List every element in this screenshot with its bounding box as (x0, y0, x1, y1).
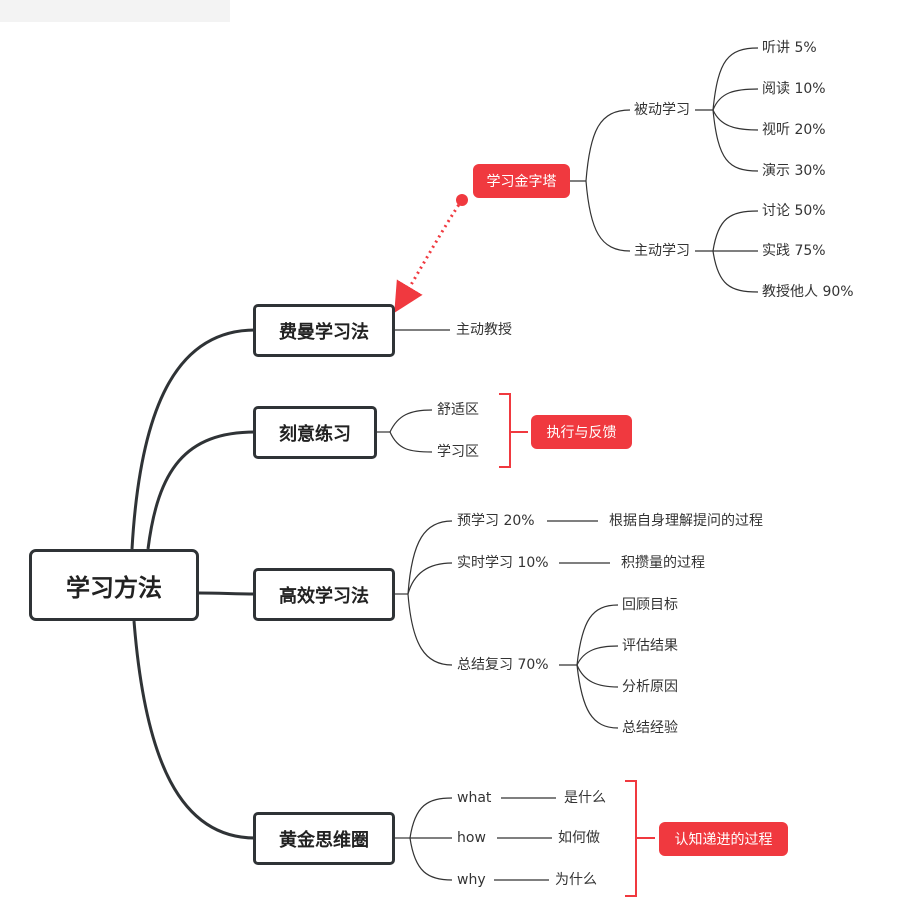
deliberate-bracket (499, 393, 511, 468)
link-efficient-realtime (407, 562, 453, 595)
feynman-active-teaching[interactable]: 主动教授 (456, 322, 512, 338)
deliberate-comfort-zone[interactable]: 舒适区 (437, 402, 479, 418)
efficient-realtime-learning[interactable]: 实时学习 10% (457, 555, 549, 571)
deliberate-learning-zone[interactable]: 学习区 (437, 444, 479, 460)
golden-bracket (625, 780, 637, 897)
pre-learning-detail[interactable]: 根据自身理解提问的过程 (609, 513, 763, 529)
topic-feynman[interactable]: 费曼学习法 (253, 304, 395, 357)
topic-efficient-learning[interactable]: 高效学习法 (253, 568, 395, 621)
link-root-efficient (198, 591, 256, 596)
link-pyramid-active (585, 180, 631, 252)
review-item[interactable]: 分析原因 (622, 679, 678, 695)
link-review-1 (576, 604, 619, 666)
active-item[interactable]: 讨论 50% (762, 203, 826, 219)
top-toolbar-strip (0, 0, 230, 22)
link-review-2 (576, 645, 619, 666)
topic-learning-pyramid[interactable]: 学习金字塔 (473, 164, 570, 198)
topic-golden-circle[interactable]: 黄金思维圈 (253, 812, 395, 865)
link-pyramid-passive (585, 109, 631, 182)
link-passive-1 (712, 47, 759, 111)
topic-deliberate-practice[interactable]: 刻意练习 (253, 406, 377, 459)
efficient-pre-learning[interactable]: 预学习 20% (457, 513, 535, 529)
link-review-4 (576, 664, 619, 729)
passive-item[interactable]: 阅读 10% (762, 81, 826, 97)
pyramid-active-learning[interactable]: 主动学习 (634, 243, 690, 259)
realtime-learning-detail[interactable]: 积攒量的过程 (621, 555, 705, 571)
link-deliberate-1 (389, 409, 433, 433)
active-item[interactable]: 教授他人 90% (762, 284, 854, 300)
link-active-3 (712, 250, 759, 293)
golden-how-zh[interactable]: 如何做 (558, 830, 600, 846)
root-topic[interactable]: 学习方法 (29, 549, 199, 621)
review-item[interactable]: 总结经验 (622, 720, 678, 736)
link-deliberate-2 (389, 431, 433, 453)
review-item[interactable]: 评估结果 (622, 638, 678, 654)
passive-item[interactable]: 视听 20% (762, 122, 826, 138)
golden-what[interactable]: what (457, 790, 492, 806)
link-review-3 (576, 664, 619, 688)
link-efficient-review (407, 593, 453, 666)
link-passive-3 (712, 109, 759, 131)
link-passive-2 (712, 88, 759, 111)
link-root-feynman (130, 328, 256, 550)
active-item[interactable]: 实践 75% (762, 243, 826, 259)
link-golden-what (409, 797, 453, 839)
review-item[interactable]: 回顾目标 (622, 597, 678, 613)
golden-why-zh[interactable]: 为什么 (555, 872, 597, 888)
deliberate-summary[interactable]: 执行与反馈 (531, 415, 632, 449)
golden-what-zh[interactable]: 是什么 (564, 790, 606, 806)
link-efficient-pre (407, 520, 453, 595)
passive-item[interactable]: 听讲 5% (762, 40, 817, 56)
pyramid-passive-learning[interactable]: 被动学习 (634, 102, 690, 118)
link-golden-why (409, 837, 453, 881)
golden-why[interactable]: why (457, 872, 486, 888)
efficient-review[interactable]: 总结复习 70% (457, 657, 549, 673)
passive-item[interactable]: 演示 30% (762, 163, 826, 179)
link-passive-4 (712, 109, 759, 172)
link-root-deliberate (146, 430, 256, 550)
golden-how[interactable]: how (457, 830, 486, 846)
golden-summary[interactable]: 认知递进的过程 (659, 822, 788, 856)
link-active-1 (712, 210, 759, 252)
relation-arrow (394, 199, 464, 313)
link-root-golden (132, 620, 256, 840)
